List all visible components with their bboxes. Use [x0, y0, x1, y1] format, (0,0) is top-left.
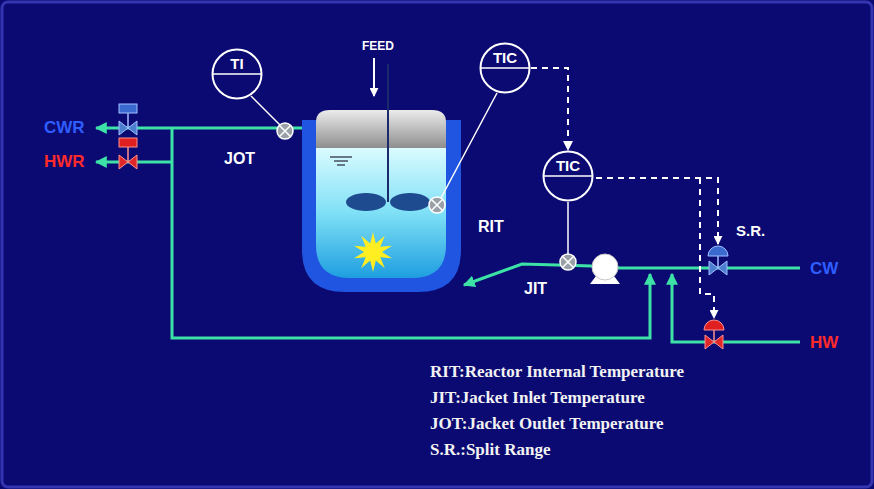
label-anchor: JIT:Jacket Inlet Temperature [430, 388, 645, 408]
pump [592, 254, 618, 280]
sensor-body [560, 254, 576, 270]
sensor-body [429, 197, 445, 213]
sensor-body [277, 123, 293, 139]
impulse-lines [251, 93, 568, 254]
rit-line [441, 93, 497, 198]
reactor-head [316, 110, 446, 148]
split-range-signals [596, 178, 718, 318]
hwr-valve [119, 138, 137, 169]
valve-actuator [119, 104, 137, 113]
valve-body [119, 121, 137, 135]
cw-valve [708, 246, 728, 275]
valve-stem [713, 330, 715, 342]
label-anchor: S.R. [736, 222, 765, 239]
sensor-cross [563, 257, 574, 268]
agitator-shaft [387, 64, 389, 202]
instrument-tag: TIC [479, 49, 531, 66]
signal-line [700, 178, 714, 318]
bubble-divider [544, 175, 593, 177]
cwr-valve [119, 104, 137, 135]
instrument-bubble: TIC [542, 150, 594, 202]
measurement-label: JIT [524, 280, 547, 298]
valve-body [119, 155, 137, 169]
feed-label: FEED [362, 40, 394, 54]
reactor-liquid [316, 148, 446, 278]
sensor-cross [280, 126, 291, 137]
label-anchor: CWR [44, 118, 85, 138]
ti-line [251, 96, 280, 125]
hw-pipe [672, 274, 800, 342]
bubble-divider [213, 73, 262, 75]
abbreviation-note: JIT:Jacket Inlet Temperature [430, 388, 645, 408]
label-anchor: JIT [524, 280, 547, 298]
split-range-label: S.R. [736, 222, 765, 239]
sensor-cross [432, 200, 443, 211]
hw-valve [704, 320, 724, 349]
stream-label: CWR [44, 118, 85, 138]
measurement-label: JOT [224, 150, 255, 168]
level-line [337, 164, 345, 165]
valve-body [705, 335, 723, 349]
abbreviation-note: JOT:Jacket Outlet Temperature [430, 414, 664, 434]
feed-arrow [373, 58, 375, 96]
instrument-tag: TI [211, 55, 263, 72]
valve-actuator [704, 320, 724, 330]
stream-label: CW [810, 259, 838, 279]
label-anchor: JOT:Jacket Outlet Temperature [430, 414, 664, 434]
sensor [560, 254, 576, 270]
valve-actuator [708, 246, 728, 256]
label-anchor: JOT [224, 150, 255, 168]
label-anchor: HWR [44, 152, 85, 172]
jit-line [567, 202, 569, 254]
valve-stem [127, 113, 129, 128]
recycle-pipe [172, 128, 650, 338]
instrument-tag: TIC [542, 157, 594, 174]
liquid-level-mark [330, 157, 352, 165]
valve-body [709, 261, 727, 275]
instrument-bubble: TI [211, 48, 263, 100]
abbreviation-note: S.R.:Split Range [430, 440, 550, 460]
valve-stem [717, 256, 719, 268]
label-anchor: RIT:Reactor Internal Temperature [430, 362, 684, 382]
signal-line [531, 68, 568, 150]
impeller-blade [346, 193, 386, 211]
label-anchor: FEED [362, 40, 394, 54]
bubble-divider [481, 67, 530, 69]
sensor [429, 197, 445, 213]
label-anchor: HW [810, 333, 838, 353]
level-line [330, 156, 352, 157]
stream-label: HW [810, 333, 838, 353]
label-anchor: CW [810, 259, 838, 279]
abbreviation-note: RIT:Reactor Internal Temperature [430, 362, 684, 382]
label-anchor: S.R.:Split Range [430, 440, 550, 460]
valve-actuator [119, 138, 137, 147]
instrument-bubble: TIC [479, 42, 531, 94]
valve-stem [127, 147, 129, 162]
reaction-burst [354, 232, 392, 272]
sensor [277, 123, 293, 139]
measurement-label: RIT [478, 218, 504, 236]
label-anchor: RIT [478, 218, 504, 236]
impeller-blade [390, 193, 430, 211]
stream-label: HWR [44, 152, 85, 172]
level-line [334, 160, 348, 161]
